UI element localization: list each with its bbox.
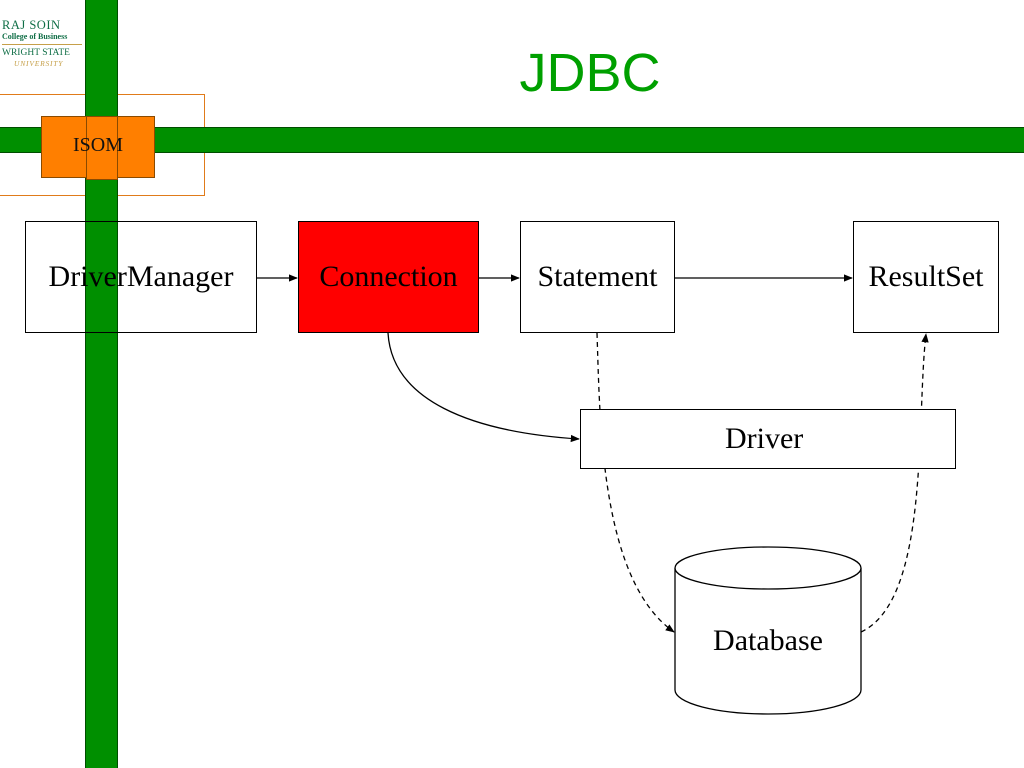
node-drivermanager-label: DriverManager <box>48 260 234 293</box>
isom-badge-label: ISOM <box>72 134 123 156</box>
node-driver-label: Driver <box>725 422 804 455</box>
logo-line-4: UNIVERSITY <box>14 59 64 68</box>
slide-title: JDBC <box>519 43 661 103</box>
arrow-connection-driver <box>387 332 580 443</box>
node-database-label: Database <box>713 624 823 657</box>
node-statement: Statement <box>520 221 675 333</box>
node-connection: Connection <box>298 221 479 333</box>
arrow-statement-database <box>596 332 675 633</box>
node-resultset: ResultSet <box>853 221 999 333</box>
node-drivermanager: DriverManager <box>25 221 257 333</box>
database-cylinder-icon <box>674 546 862 715</box>
arrow-database-resultset <box>860 333 929 633</box>
logo-line-2: College of Business <box>2 32 82 45</box>
horizontal-green-bar <box>0 127 1024 153</box>
isom-badge-vertical <box>86 116 118 180</box>
node-resultset-label: ResultSet <box>868 260 984 293</box>
logo-line-3: WRIGHT STATE <box>2 48 70 58</box>
node-connection-label: Connection <box>319 260 458 293</box>
node-driver: Driver <box>580 409 956 469</box>
node-statement-label: Statement <box>537 260 658 293</box>
raj-soin-logo: RAJ SOIN College of Business WRIGHT STAT… <box>2 18 84 68</box>
logo-line-1: RAJ SOIN <box>2 18 61 32</box>
